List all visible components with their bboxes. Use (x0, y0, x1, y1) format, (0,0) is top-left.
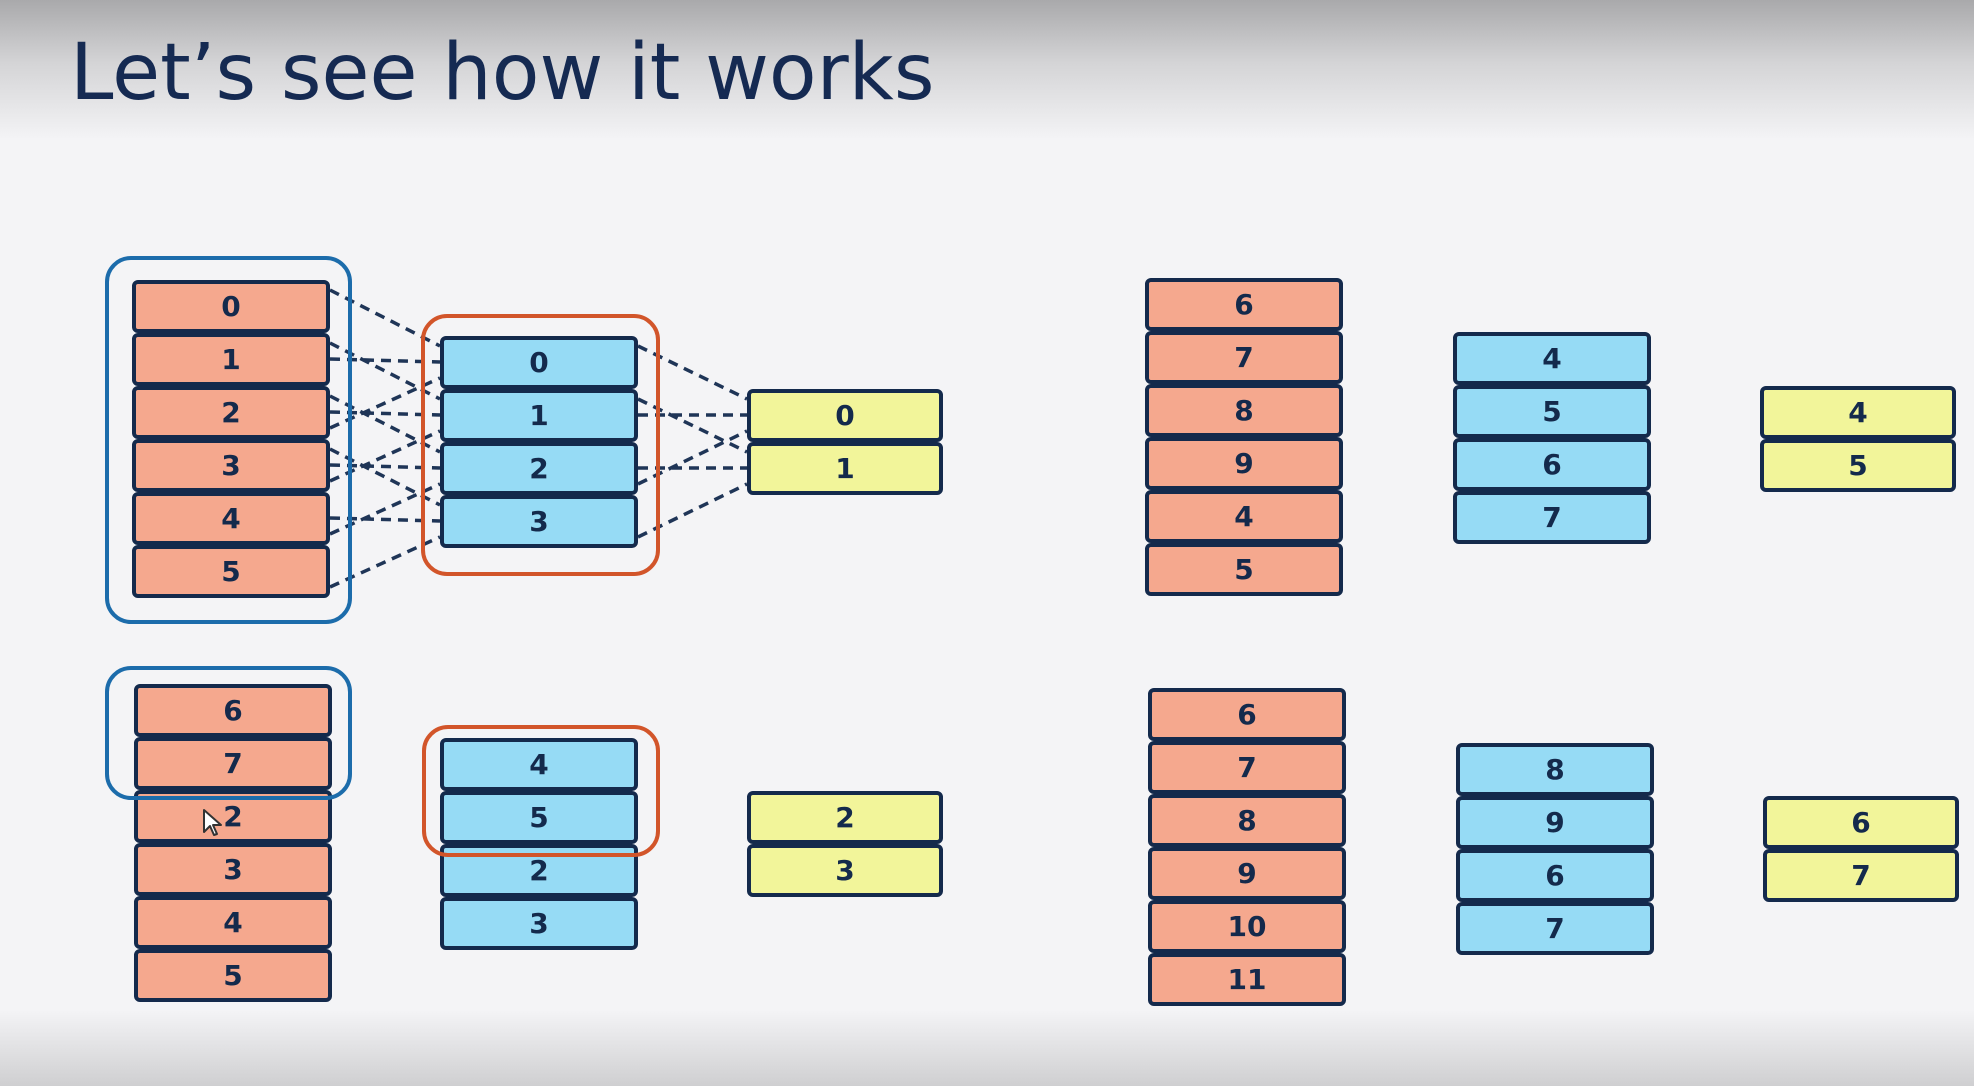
top-right-input-cell: 8 (1145, 384, 1343, 437)
bottom-left-middle-cell: 4 (440, 738, 638, 791)
bottom-right-middle-cell: 8 (1456, 743, 1654, 796)
top-left-input-cell: 4 (132, 492, 330, 545)
top-right-middle-cell: 6 (1453, 438, 1651, 491)
top-right-input-cell: 5 (1145, 543, 1343, 596)
bottom-right-input-cell: 10 (1148, 900, 1346, 953)
top-right-output-cell: 4 (1760, 386, 1956, 439)
top-left-input-cell: 0 (132, 280, 330, 333)
top-right-middle-cell: 7 (1453, 491, 1651, 544)
top-left-output-cell: 1 (747, 442, 943, 495)
top-left-output-cell: 0 (747, 389, 943, 442)
top-left-input-cell: 5 (132, 545, 330, 598)
bottom-left-input-cell: 5 (134, 949, 332, 1002)
top-right-output-cell: 5 (1760, 439, 1956, 492)
slide-title: Let’s see how it works (70, 28, 935, 118)
bottom-right-input-cell: 11 (1148, 953, 1346, 1006)
bottom-right-middle-cell: 9 (1456, 796, 1654, 849)
bottom-left-middle-cell: 3 (440, 897, 638, 950)
top-left-input-cell: 3 (132, 439, 330, 492)
top-gradient-band (0, 0, 1974, 140)
bottom-right-input-cell: 6 (1148, 688, 1346, 741)
bottom-right-input-cell: 7 (1148, 741, 1346, 794)
bottom-left-input-cell: 7 (134, 737, 332, 790)
receptive-field-highlight (105, 256, 352, 624)
top-right-middle-cell: 4 (1453, 332, 1651, 385)
bottom-right-output-cell: 7 (1763, 849, 1959, 902)
bottom-left-input-cell: 6 (134, 684, 332, 737)
bottom-gradient-band (0, 1010, 1974, 1086)
bottom-left-output-cell: 2 (747, 791, 943, 844)
top-left-middle-cell: 3 (440, 495, 638, 548)
middle-group-highlight (422, 725, 660, 857)
bottom-right-output-cell: 6 (1763, 796, 1959, 849)
bottom-left-input-cell: 4 (134, 896, 332, 949)
top-left-middle-cell: 1 (440, 389, 638, 442)
top-right-input-cell: 6 (1145, 278, 1343, 331)
middle-group-highlight (421, 314, 660, 576)
top-left-input-cell: 1 (132, 333, 330, 386)
bottom-left-output-cell: 3 (747, 844, 943, 897)
bottom-right-input-cell: 9 (1148, 847, 1346, 900)
top-right-input-cell: 9 (1145, 437, 1343, 490)
top-left-middle-cell: 2 (440, 442, 638, 495)
top-right-input-cell: 4 (1145, 490, 1343, 543)
bottom-right-middle-cell: 6 (1456, 849, 1654, 902)
bottom-right-input-cell: 8 (1148, 794, 1346, 847)
top-right-input-cell: 7 (1145, 331, 1343, 384)
receptive-field-highlight (105, 666, 352, 800)
top-right-middle-cell: 5 (1453, 385, 1651, 438)
bottom-left-input-cell: 3 (134, 843, 332, 896)
mouse-cursor-icon (203, 809, 222, 836)
top-left-input-cell: 2 (132, 386, 330, 439)
bottom-left-middle-cell: 2 (440, 844, 638, 897)
bottom-right-middle-cell: 7 (1456, 902, 1654, 955)
bottom-left-middle-cell: 5 (440, 791, 638, 844)
top-left-middle-cell: 0 (440, 336, 638, 389)
